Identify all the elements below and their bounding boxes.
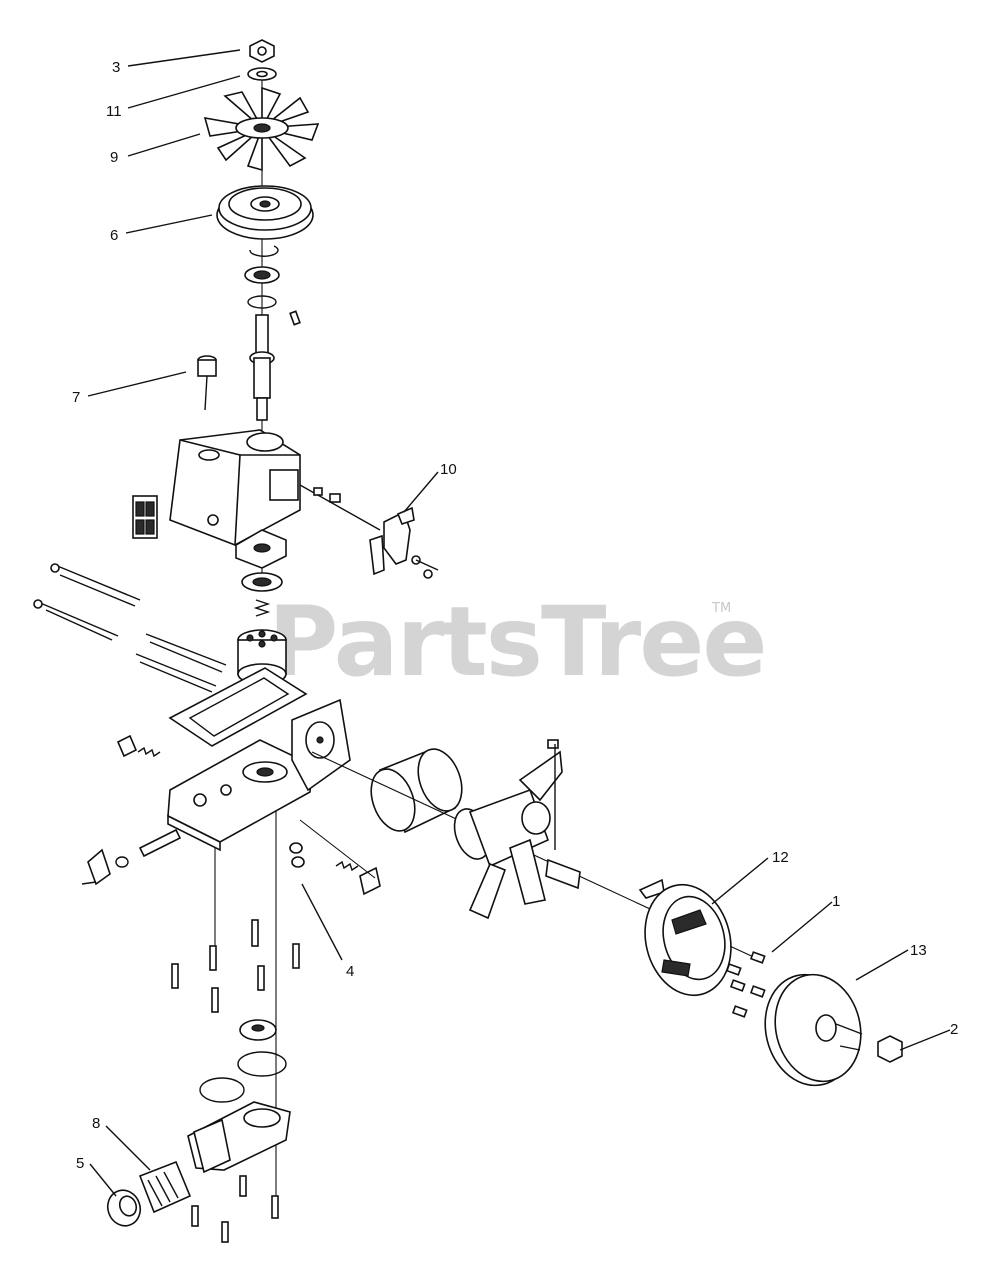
warning-decal-part (132, 495, 158, 539)
lower-o-ring-small-part (199, 1077, 245, 1103)
upper-o-ring-part (247, 295, 277, 309)
lower-cover-part (187, 1101, 291, 1174)
axle-seal-part (106, 1189, 142, 1227)
shaft-key-part (289, 310, 301, 326)
housing-gasket-part (168, 667, 308, 747)
center-section-housing-part (167, 698, 351, 852)
charge-pump-gerotor-part (239, 1019, 277, 1041)
lower-o-ring-large-part (237, 1051, 287, 1077)
oil-filter-part (370, 748, 463, 834)
brake-pins-part (725, 951, 766, 1018)
upper-housing-part (169, 429, 301, 546)
callout-2: 2 (950, 1021, 958, 1038)
relief-valve-part (289, 842, 381, 896)
callout-9: 9 (110, 149, 118, 166)
callout-6: 6 (110, 227, 118, 244)
callout-11: 11 (106, 103, 122, 120)
callout-13: 13 (910, 942, 927, 959)
callout-5: 5 (76, 1155, 84, 1172)
hex-nut-part (249, 39, 275, 63)
brake-assembly-part (638, 878, 732, 997)
retaining-ring-part (249, 245, 279, 257)
watermark-trademark: TM (711, 601, 731, 616)
star-washer-part (247, 67, 277, 81)
callout-4: 4 (346, 963, 354, 980)
wheel-hub-part (764, 973, 863, 1087)
callout-7: 7 (72, 389, 80, 406)
watermark-text: PartsTree (268, 586, 765, 698)
upper-bearing-part (244, 266, 280, 284)
cooling-fan-part (203, 86, 320, 172)
drive-pulley-part (216, 185, 314, 240)
check-valve-lower-part (81, 828, 182, 886)
check-valve-upper-part (116, 734, 161, 758)
input-shaft-part (249, 314, 275, 421)
center-bearing-part (241, 572, 283, 592)
fill-plug-dipstick-part (197, 355, 217, 411)
callout-8: 8 (92, 1115, 100, 1132)
callout-leaders (87, 49, 951, 1197)
axle-housing-part (453, 739, 581, 920)
callout-3: 3 (112, 59, 120, 76)
filter-element-part (138, 1160, 192, 1214)
pump-spring-part (253, 599, 271, 617)
callout-1: 1 (832, 893, 840, 910)
cover-bolts-part (171, 919, 300, 1243)
valve-axis (299, 819, 376, 879)
bypass-lever-assembly-part (299, 484, 439, 579)
lug-nut-part (877, 1035, 903, 1063)
callout-labels: 3 11 9 6 7 10 4 12 1 13 2 8 5 (72, 59, 958, 1172)
center-bracket-part (235, 529, 287, 569)
callout-10: 10 (440, 461, 457, 478)
callout-12: 12 (772, 849, 789, 866)
long-housing-bolts-part (33, 563, 227, 693)
